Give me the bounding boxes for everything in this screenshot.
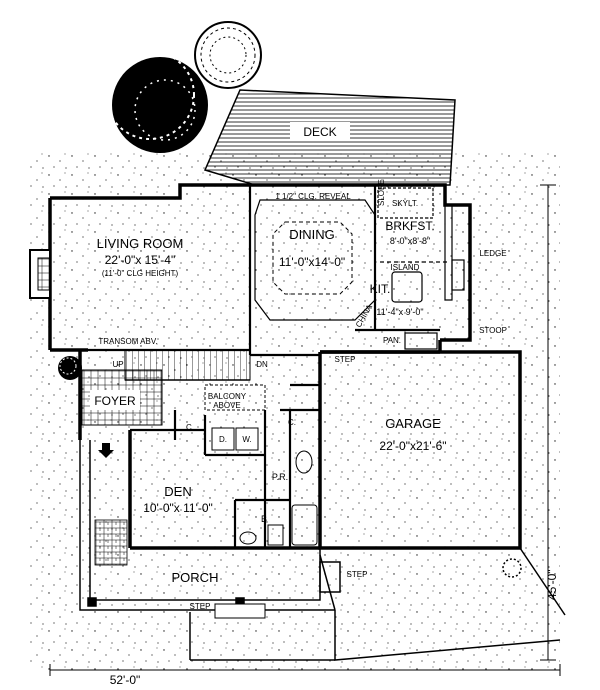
living-room-size: 22'-0"x 15'-4": [105, 253, 175, 267]
entry-arrow-icon: [98, 443, 114, 458]
garage-step-label: STEP: [335, 355, 356, 364]
bath-label: B: [261, 514, 267, 524]
washer-label: W.: [242, 435, 251, 444]
stairs-up-label: UP: [112, 360, 123, 369]
slope-label: SLOPE: [377, 179, 386, 206]
dining-name: DINING: [289, 227, 335, 242]
closet-label-2: C.: [288, 418, 296, 427]
front-step-label: STEP: [190, 602, 211, 611]
island-label: ISLAND: [391, 263, 420, 272]
skylight-label: SKYLT.: [392, 199, 418, 208]
den-size: 10'-0"x 11'-0": [143, 501, 213, 515]
powder-room-label: P.R.: [272, 472, 288, 482]
transom-label: TRANSOM ABV.: [98, 337, 157, 346]
brkfst-size: 8'-0"x8'-8": [390, 236, 430, 246]
bath-fixtures: [239, 450, 318, 546]
foyer-name: FOYER: [94, 394, 136, 408]
dining-ceiling-reveal: [254, 199, 376, 321]
laundry-appliances: [211, 427, 259, 451]
balcony-label: BALCONY: [208, 392, 247, 401]
pantry-label: PAN.: [383, 336, 401, 345]
dimension-lines: [49, 184, 561, 676]
dining-size: 11'-0"x14'-0": [279, 255, 345, 269]
dryer-label: D.: [219, 435, 227, 444]
porch-name: PORCH: [172, 570, 219, 585]
closet-label-1: C.: [186, 423, 194, 432]
stairs-down-label: DN: [256, 360, 268, 369]
above-label: ABOVE: [213, 401, 241, 410]
depth-dimension: 45'-0": [545, 569, 559, 600]
driveway: [189, 547, 566, 661]
deck-label: DECK: [303, 125, 336, 139]
brkfst-name: BRKFST.: [385, 219, 434, 233]
kit-name: KIT.: [370, 282, 391, 296]
porch-brick: [94, 519, 128, 566]
fireplace-icon: [29, 249, 51, 299]
porch-step-label: STEP: [347, 570, 368, 579]
ledge-label: LEDGE: [479, 249, 506, 258]
living-room-name: LIVING ROOM: [97, 236, 184, 251]
stoop-label: STOOP: [479, 326, 507, 335]
width-dimension: 52'-0": [110, 673, 141, 687]
garage-name: GARAGE: [385, 416, 441, 431]
garage-size: 22'-0"x21'-6": [379, 439, 446, 453]
den-name: DEN: [164, 484, 191, 499]
trees-icon: [58, 21, 522, 578]
kitchen-counters: [377, 187, 465, 350]
clg-reveal-label: 1 1/2" CLG. REVEAL: [275, 192, 351, 201]
kit-size: 11'-4"x 9'-0": [376, 307, 423, 317]
living-room-note: (11'-0" CLG HEIGHT): [102, 269, 179, 278]
